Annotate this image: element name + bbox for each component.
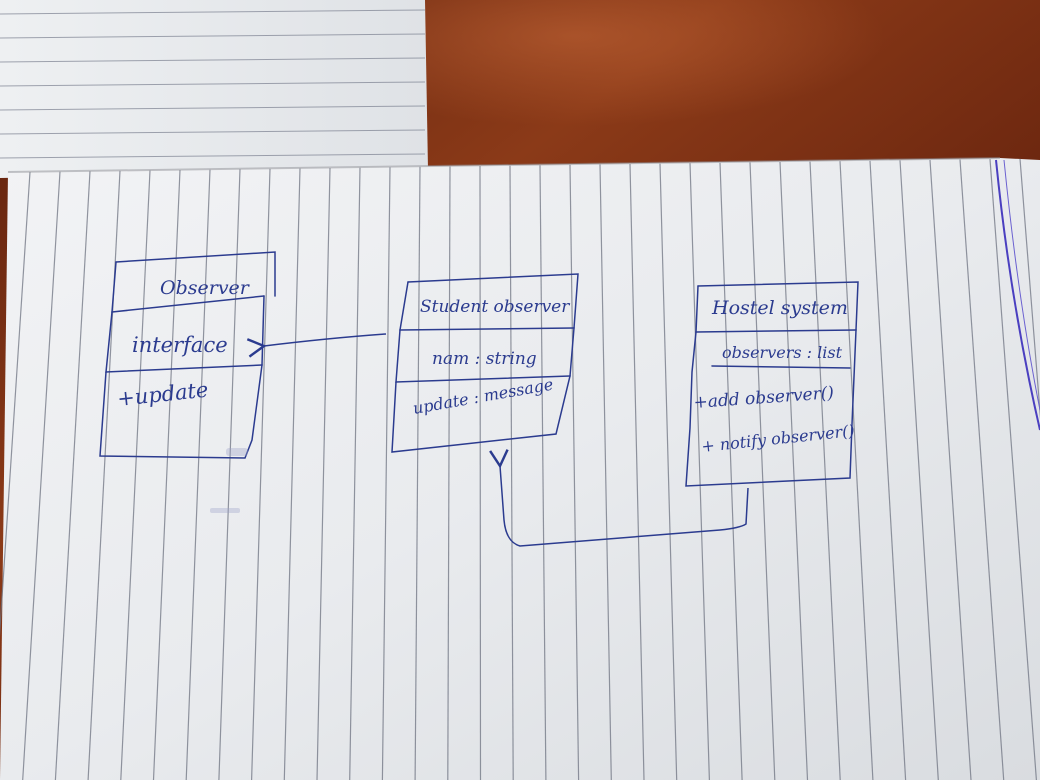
ruled-line xyxy=(381,167,391,780)
ruled-line xyxy=(414,166,421,780)
ruled-line xyxy=(809,161,841,780)
arrow-student-to-observer xyxy=(246,333,387,358)
notebook-page xyxy=(0,157,1040,780)
ruled-line xyxy=(959,159,1005,780)
class-box-observer xyxy=(99,251,276,459)
ruled-line xyxy=(218,169,241,780)
ink-smudges xyxy=(210,448,248,513)
ruled-line xyxy=(22,171,61,780)
ruled-line xyxy=(779,161,809,780)
ruled-line xyxy=(539,165,547,780)
ruled-line xyxy=(479,165,482,780)
ruled-line xyxy=(447,166,451,780)
ruled-line xyxy=(989,159,1037,780)
hostel-system-row-0: observers : list xyxy=(722,343,843,362)
student-observer-row-0: nam : string xyxy=(432,349,537,369)
class-box-student-observer xyxy=(391,273,579,453)
ruled-line xyxy=(599,164,612,780)
ruled-line xyxy=(349,167,361,780)
ruled-line xyxy=(120,170,151,780)
ruled-line xyxy=(0,171,31,638)
ruled-line xyxy=(749,162,776,780)
ruled-line xyxy=(316,167,331,780)
ruled-line xyxy=(929,159,972,780)
ruled-line xyxy=(689,163,710,780)
ruled-line xyxy=(1019,158,1040,420)
ruled-line xyxy=(54,171,91,780)
margin-line xyxy=(995,159,1040,431)
ruled-line xyxy=(185,169,211,780)
ruled-line xyxy=(629,163,645,780)
ruled-line xyxy=(869,160,907,780)
ruled-line xyxy=(569,164,580,780)
desk-glare xyxy=(420,0,1040,180)
observer-row-0: interface xyxy=(132,333,228,357)
ruled-line xyxy=(152,169,181,780)
ruled-line xyxy=(719,162,743,780)
observer-class-name: Observer xyxy=(160,277,251,299)
top-paper-sheet xyxy=(0,0,428,178)
ruled-line xyxy=(251,168,271,780)
ruled-line xyxy=(509,165,514,780)
student-observer-class-name: Student observer xyxy=(420,297,570,317)
class-box-hostel-system xyxy=(685,281,859,487)
arrow-hostel-to-student xyxy=(489,449,749,547)
ruled-line xyxy=(839,161,874,780)
ruled-line xyxy=(899,160,939,780)
ruled-line xyxy=(283,168,301,780)
hostel-system-class-name: Hostel system xyxy=(711,297,848,319)
ruled-line xyxy=(659,163,678,780)
